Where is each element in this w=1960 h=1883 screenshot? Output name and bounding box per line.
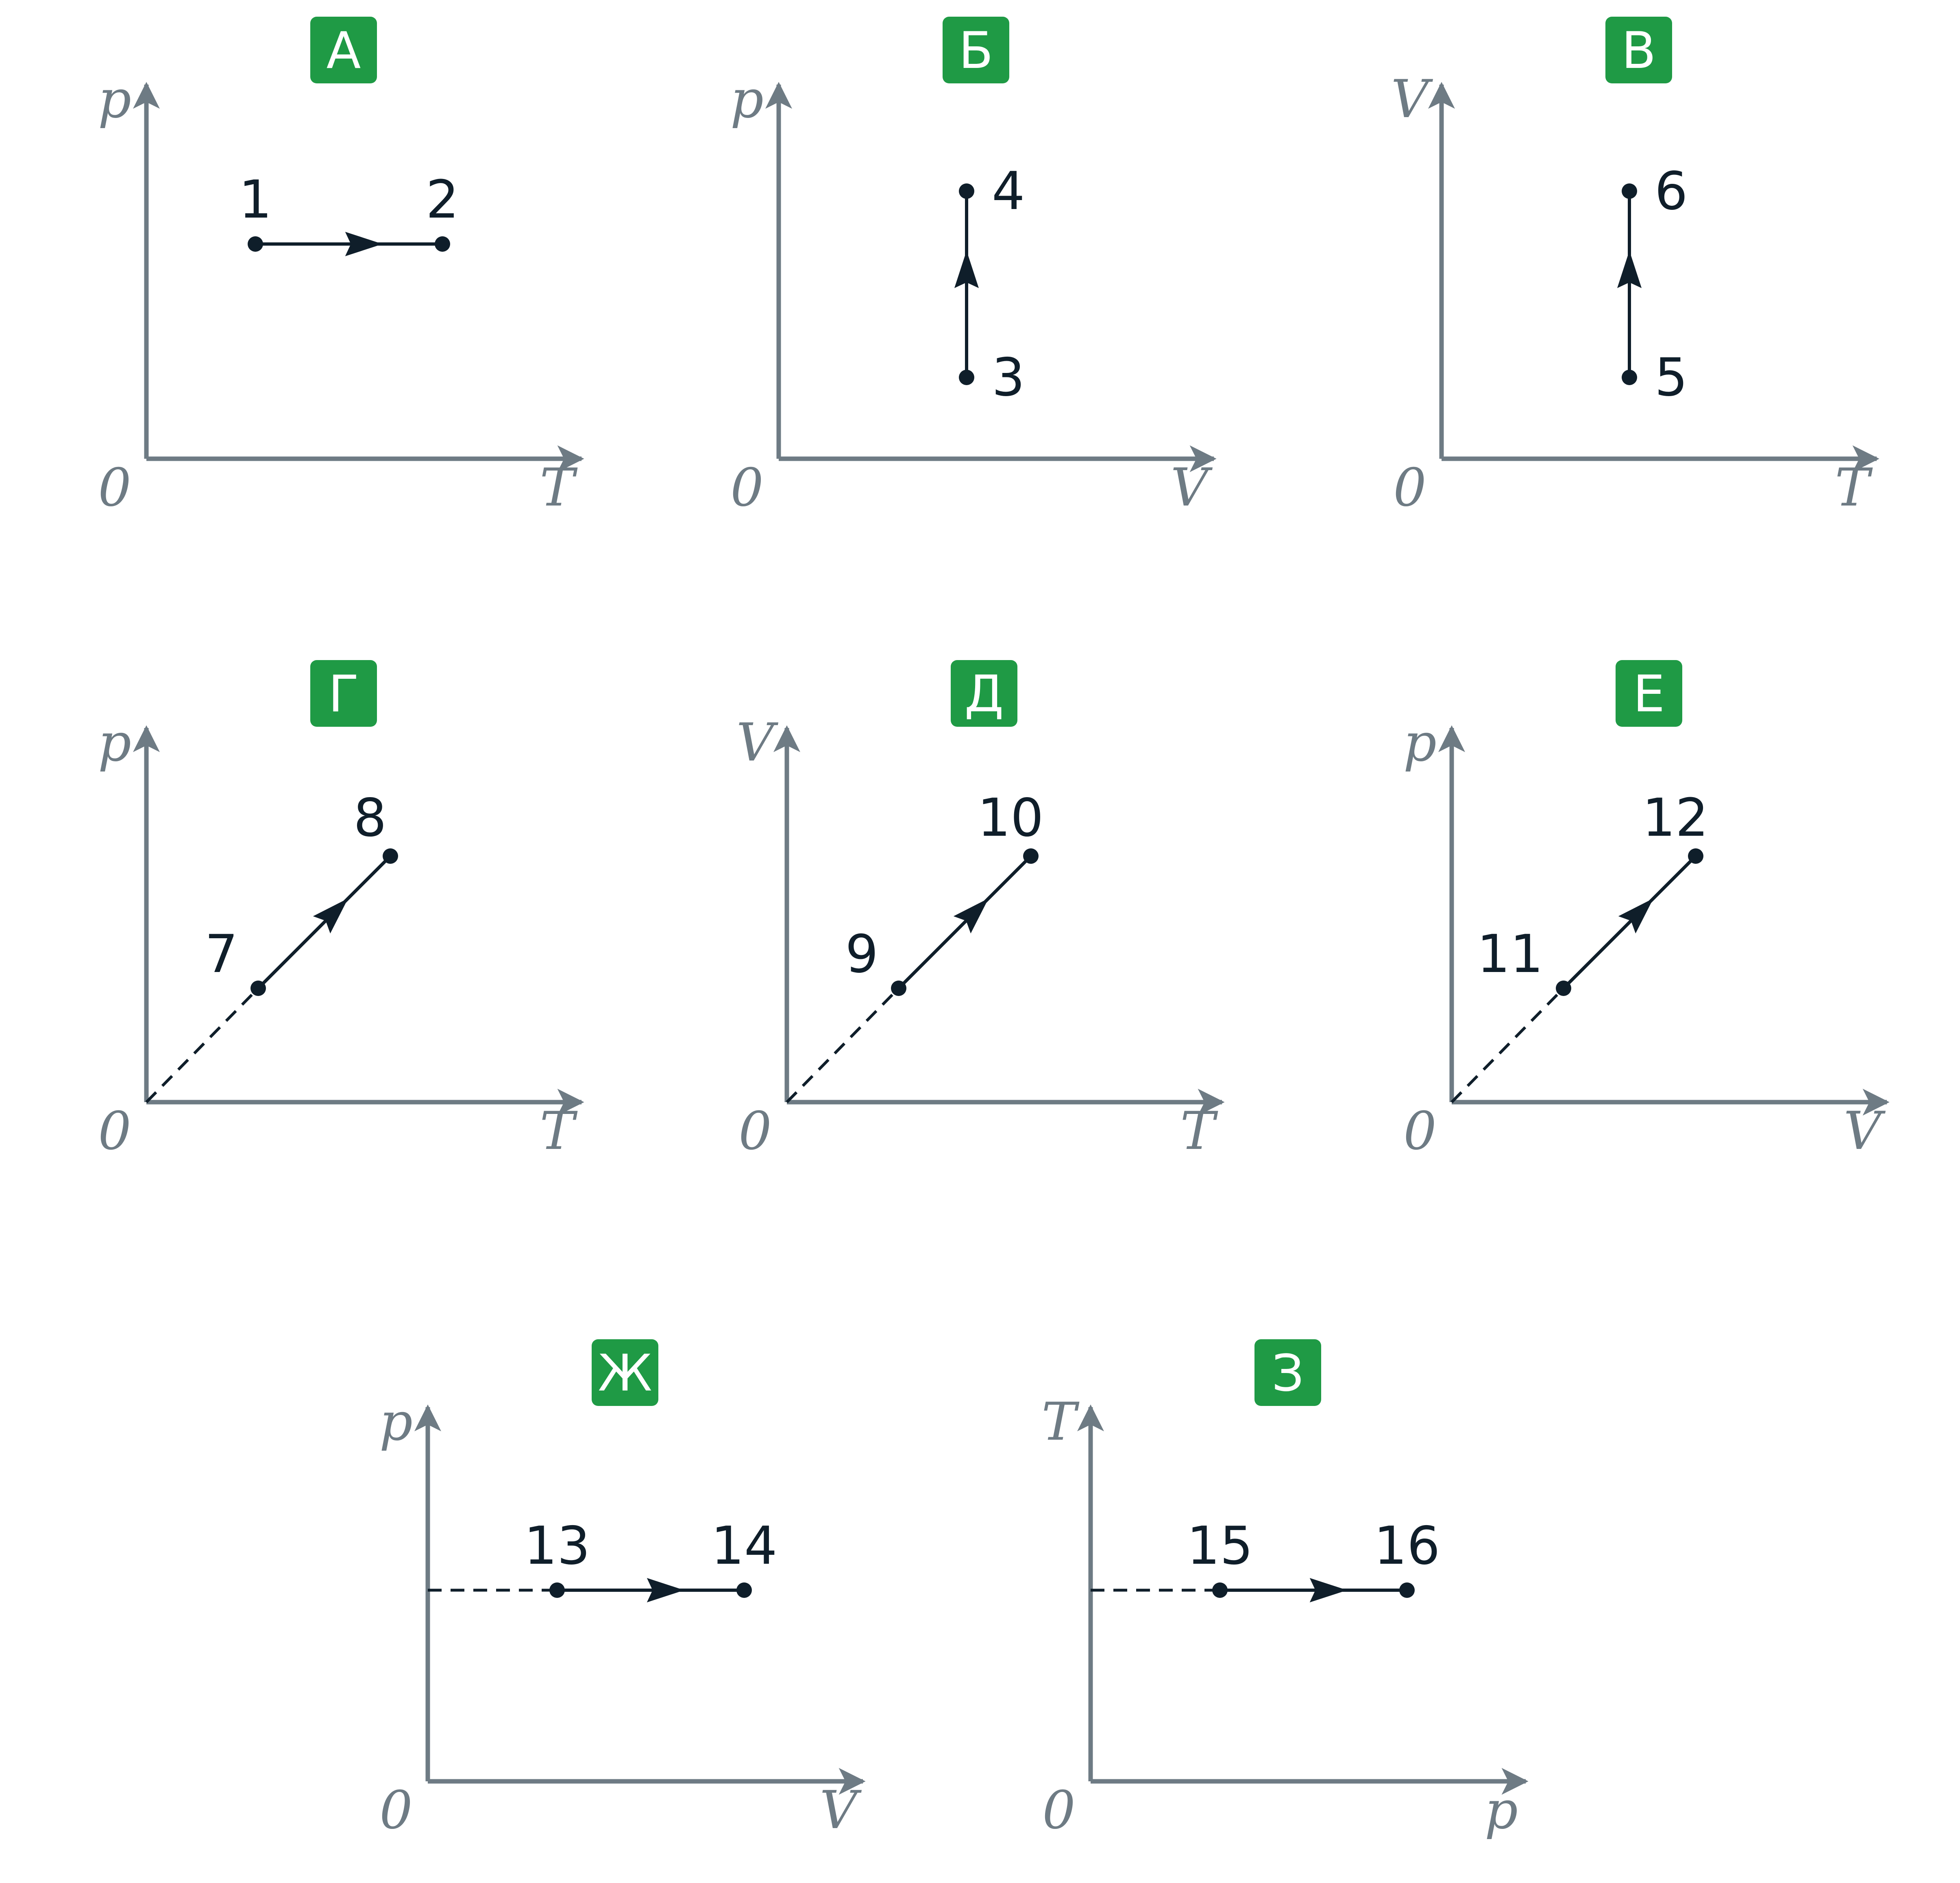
process-direction-arrow	[1618, 898, 1654, 934]
state-point-end	[1622, 183, 1637, 199]
y-axis-label: V	[1391, 69, 1433, 130]
panel-badge	[310, 660, 377, 727]
panel-badge	[951, 660, 1017, 727]
state-point-start-label: 3	[992, 347, 1025, 408]
origin-label: 0	[1403, 1101, 1436, 1162]
extrapolation-dashed-line	[1450, 987, 1565, 1103]
origin-label: 0	[1393, 458, 1426, 518]
panel-z: З Tp 0 15 16	[1041, 1339, 1529, 1841]
state-point-end	[383, 848, 398, 864]
process-direction-arrow	[345, 232, 383, 256]
state-point-start	[891, 981, 906, 996]
process-line	[257, 855, 392, 989]
state-point-start	[1212, 1582, 1228, 1598]
process-direction-arrow	[953, 898, 989, 934]
y-axis-label: T	[1041, 1392, 1080, 1452]
panel-badge-label: Е	[1633, 665, 1665, 724]
state-point-start-label: 7	[205, 924, 238, 985]
state-point-start-label: 9	[845, 924, 878, 985]
state-point-end	[736, 1582, 752, 1598]
panel-a: АpT 0 1 2	[98, 17, 584, 518]
process-line	[897, 855, 1032, 989]
panel-zh: ЖpV 0 13 14	[379, 1339, 866, 1841]
extrapolation-dashed-line	[786, 987, 900, 1103]
x-axis-label: V	[1844, 1101, 1886, 1162]
x-axis-label: V	[820, 1780, 862, 1841]
state-point-end	[1688, 848, 1703, 864]
state-point-start-label: 11	[1477, 924, 1543, 985]
state-point-end-label: 16	[1374, 1516, 1440, 1576]
origin-label: 0	[98, 458, 131, 518]
panel-badge	[592, 1339, 658, 1406]
panel-badge	[943, 17, 1009, 83]
state-point-start-label: 13	[524, 1516, 590, 1576]
state-point-end-label: 10	[978, 788, 1044, 848]
panel-g: ГpT 0 7 8	[98, 660, 584, 1162]
extrapolation-dashed-line	[145, 987, 259, 1103]
y-axis-label: p	[730, 69, 764, 130]
state-point-start	[1556, 981, 1571, 996]
panel-badge	[1254, 1339, 1321, 1406]
x-axis-label: T	[1835, 458, 1873, 518]
state-point-end-label: 12	[1642, 788, 1709, 848]
panel-d: Д V T 0 9 10	[736, 660, 1225, 1162]
origin-label: 0	[1042, 1780, 1075, 1841]
panel-badge-label: А	[327, 22, 361, 80]
panel-badge	[1616, 660, 1682, 727]
x-axis-label: T	[540, 1101, 578, 1162]
process-direction-arrow	[1309, 1578, 1347, 1602]
process-direction-arrow	[1617, 251, 1642, 288]
state-point-start-label: 1	[239, 170, 272, 230]
y-axis-label: p	[379, 1392, 413, 1452]
x-axis-label: p	[1485, 1780, 1518, 1841]
x-axis-label: T	[1180, 1101, 1218, 1162]
origin-label: 0	[98, 1101, 131, 1162]
state-point-end-label: 4	[992, 161, 1025, 222]
process-line	[1562, 855, 1697, 989]
panel-badge-label: Д	[965, 665, 1004, 724]
state-point-start	[248, 236, 263, 252]
state-point-end-label: 8	[353, 788, 386, 848]
panel-badge-label: Ж	[598, 1344, 652, 1403]
state-point-end-label: 2	[426, 170, 459, 230]
panel-v: В V T 0 5 6	[1391, 17, 1879, 518]
state-point-start	[1622, 370, 1637, 385]
panel-badge	[310, 17, 377, 83]
process-direction-arrow	[647, 1578, 684, 1602]
y-axis-label: V	[736, 713, 779, 773]
panel-badge-label: Б	[958, 22, 993, 80]
process-direction-arrow	[313, 898, 348, 934]
state-point-end	[435, 236, 450, 252]
state-point-end	[1023, 848, 1039, 864]
x-axis-label: V	[1171, 458, 1213, 518]
state-point-start-label: 5	[1655, 347, 1688, 408]
x-axis-label: T	[540, 458, 578, 518]
process-direction-arrow	[954, 251, 979, 288]
state-point-start	[250, 981, 266, 996]
state-point-start	[959, 370, 974, 385]
panel-badge-label: Г	[328, 665, 359, 724]
state-point-start	[549, 1582, 565, 1598]
panel-badge-label: В	[1621, 22, 1656, 80]
state-point-end	[959, 183, 974, 199]
origin-label: 0	[730, 458, 763, 518]
state-point-end-label: 14	[711, 1516, 777, 1576]
y-axis-label: p	[98, 69, 131, 130]
panel-badge-label: З	[1272, 1344, 1304, 1403]
state-point-end-label: 6	[1655, 161, 1688, 222]
y-axis-label: p	[98, 713, 131, 773]
panel-badge	[1605, 17, 1672, 83]
panel-e: ЕpV 0 11 12	[1403, 660, 1890, 1162]
origin-label: 0	[738, 1101, 771, 1162]
y-axis-label: p	[1403, 713, 1437, 773]
origin-label: 0	[379, 1780, 412, 1841]
state-point-start-label: 15	[1187, 1516, 1253, 1576]
panel-b: БpV 0 3 4	[730, 17, 1217, 518]
state-point-end	[1399, 1582, 1415, 1598]
